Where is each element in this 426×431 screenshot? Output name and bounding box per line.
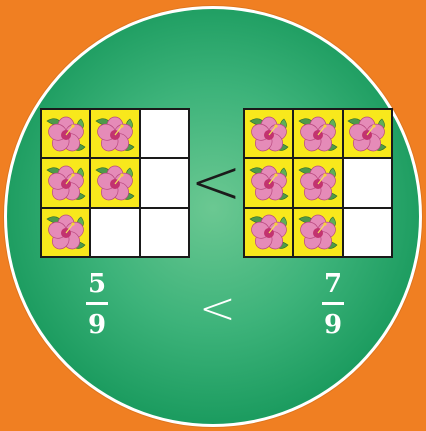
hibiscus-flower-icon [43, 160, 89, 206]
right-fraction-grid [243, 108, 393, 258]
right-fraction-bar [322, 302, 344, 305]
hibiscus-flower-icon [246, 111, 292, 157]
right-grid-cell-filled [342, 109, 392, 159]
left-grid-cell-filled [41, 109, 91, 159]
left-grid-cell-empty [90, 207, 140, 257]
hibiscus-flower-icon [43, 111, 89, 157]
right-numerator: 7 [323, 269, 343, 299]
left-denominator: 9 [87, 310, 107, 340]
left-grid-cell-empty [139, 207, 189, 257]
right-grid-cell-filled [244, 158, 294, 208]
hibiscus-flower-icon [295, 111, 341, 157]
hibiscus-flower-icon [92, 160, 138, 206]
left-grid-cell-filled [90, 109, 140, 159]
hibiscus-flower-icon [246, 209, 292, 255]
hibiscus-flower-icon [344, 111, 390, 157]
left-grid-cell-empty [139, 109, 189, 159]
right-grid-cell-filled [293, 109, 343, 159]
left-fraction-grid [40, 108, 190, 258]
right-denominator: 9 [323, 310, 343, 340]
right-fraction: 7 9 [313, 271, 353, 338]
left-fraction: 5 9 [77, 271, 117, 338]
left-fraction-bar [86, 302, 108, 305]
right-grid-cell-empty [342, 207, 392, 257]
right-grid-cell-filled [293, 207, 343, 257]
grid-comparison-symbol: < [190, 145, 242, 218]
right-grid-cell-empty [342, 158, 392, 208]
fraction-comparison-symbol: < [199, 283, 236, 334]
right-grid-cell-filled [244, 207, 294, 257]
hibiscus-flower-icon [295, 160, 341, 206]
hibiscus-flower-icon [295, 209, 341, 255]
left-grid-cell-filled [41, 158, 91, 208]
left-numerator: 5 [87, 269, 107, 299]
right-grid-cell-filled [244, 109, 294, 159]
hibiscus-flower-icon [92, 111, 138, 157]
left-grid-cell-filled [90, 158, 140, 208]
hibiscus-flower-icon [43, 209, 89, 255]
left-grid-cell-filled [41, 207, 91, 257]
right-grid-cell-filled [293, 158, 343, 208]
left-grid-cell-empty [139, 158, 189, 208]
hibiscus-flower-icon [246, 160, 292, 206]
